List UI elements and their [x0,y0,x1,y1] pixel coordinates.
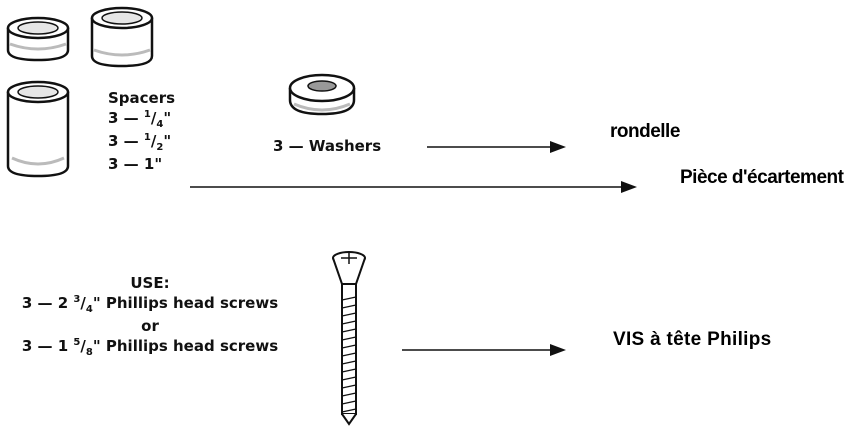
spacer-half-unit: " [163,132,172,150]
spacer-quarter-qty: 3 — [108,109,139,127]
screw-option-2-prefix: 3 — 1 [21,337,69,355]
phillips-screw-drawing [332,251,366,426]
spacer-quarter-line: 3 — 1/4" [108,109,172,130]
spacer-half-line: 3 — 1/2" [108,132,172,153]
arrow-washer-to-rondelle [427,141,566,153]
washer-drawing [288,73,356,116]
spacer-half-inch-drawing [90,6,154,68]
screw-option-1-num: 3 [73,294,81,305]
arrow-spacers-to-piece [190,181,637,193]
spacer-one-whole: 1 [143,155,155,173]
screw-option-2-suffix: " Phillips head screws [92,337,279,355]
spacer-translation: Pièce d'écartement [680,167,844,188]
spacer-quarter-num: 1 [143,109,151,120]
spacer-quarter-unit: " [163,109,172,127]
spacer-one-line: 3 — 1" [108,154,175,174]
screw-option-1-den: 4 [85,304,93,315]
screw-option-2-num: 5 [73,337,81,348]
screw-option-2-den: 8 [85,347,93,358]
screw-option-2: 3 — 1 5/8" Phillips head screws [21,337,279,358]
spacer-half-qty: 3 — [108,132,139,150]
screw-translation: VIS à tête Philips [613,329,772,350]
use-heading: USE: [130,274,170,292]
washer-translation: rondelle [610,121,680,142]
spacers-title: Spacers [108,89,176,107]
screws-label-block: USE: 3 — 2 3/4" Phillips head screws or … [0,273,300,359]
spacer-quarter-inch-drawing [6,16,70,62]
or-label: or [141,317,159,335]
arrow-screw-to-vis [402,344,566,356]
spacer-quarter-den: 4 [156,119,164,130]
spacer-half-num: 1 [143,132,151,143]
screw-option-1-prefix: 3 — 2 [21,294,69,312]
screw-option-1: 3 — 2 3/4" Phillips head screws [21,294,279,315]
screw-option-1-suffix: " Phillips head screws [92,294,279,312]
spacer-one-qty: 3 — [108,155,139,173]
spacer-one-inch-drawing [6,80,70,178]
spacer-half-den: 2 [156,142,164,153]
spacers-label-block: Spacers 3 — 1/4" 3 — 1/2" 3 — 1" [108,88,175,174]
spacer-one-unit: " [154,155,163,173]
washers-label: 3 — Washers [273,137,382,155]
